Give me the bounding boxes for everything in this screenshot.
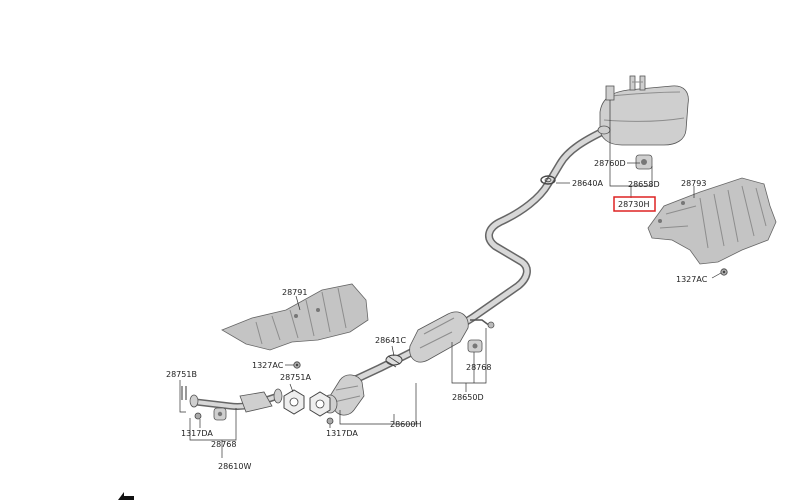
rear-heat-shield: [647, 177, 777, 265]
label-28610W: 28610W: [218, 462, 251, 471]
label-28751A: 28751A: [280, 373, 311, 382]
label-1317DA-left: 1317DA: [181, 429, 213, 438]
label-28658D: 28658D: [628, 180, 660, 189]
label-28600H: 28600H: [390, 420, 421, 429]
nut-1317DA-left: [194, 412, 202, 420]
rubber-hanger-28768-bottom: [213, 407, 227, 421]
center-muffler: [409, 311, 469, 363]
label-1327AC-right: 1327AC: [676, 275, 708, 284]
label-28768-bottom: 28768: [211, 440, 236, 449]
front-pipe: [189, 388, 283, 413]
label-28791: 28791: [282, 288, 307, 297]
label-28730H[interactable]: 28730H: [618, 200, 649, 209]
back-arrow-icon[interactable]: [118, 492, 134, 500]
part-labels: 28760D 28658D 28640A 28730H 28793 1327AC…: [166, 159, 708, 471]
clamp-28641C: [385, 354, 403, 368]
gasket-28751A: [283, 389, 305, 415]
bolt-1327AC-right: [720, 268, 728, 276]
rubber-hanger-28768-mid: [467, 339, 483, 353]
hanger-pin-28650D: [470, 319, 495, 329]
label-28793: 28793: [681, 179, 706, 188]
label-28641C: 28641C: [375, 336, 406, 345]
label-1317DA-mid: 1317DA: [326, 429, 358, 438]
exhaust-pipe: [346, 126, 610, 386]
flange-gasket: [309, 391, 331, 417]
rubber-hanger-28658D: [635, 154, 653, 170]
highlight-box-28730H: [613, 196, 656, 212]
front-heat-shield: [221, 283, 369, 351]
label-28640A: 28640A: [572, 179, 603, 188]
nut-1317DA-mid: [326, 417, 334, 425]
studs-28751B: [181, 386, 187, 400]
label-28760D: 28760D: [594, 159, 626, 168]
gasket-28640A: [540, 175, 556, 185]
leader-lines: [179, 100, 722, 458]
label-28751B: 28751B: [166, 370, 197, 379]
bolt-1327AC-left: [293, 361, 301, 369]
label-28650D: 28650D: [452, 393, 484, 402]
label-28768-mid: 28768: [466, 363, 491, 372]
label-1327AC-left: 1327AC: [252, 361, 284, 370]
